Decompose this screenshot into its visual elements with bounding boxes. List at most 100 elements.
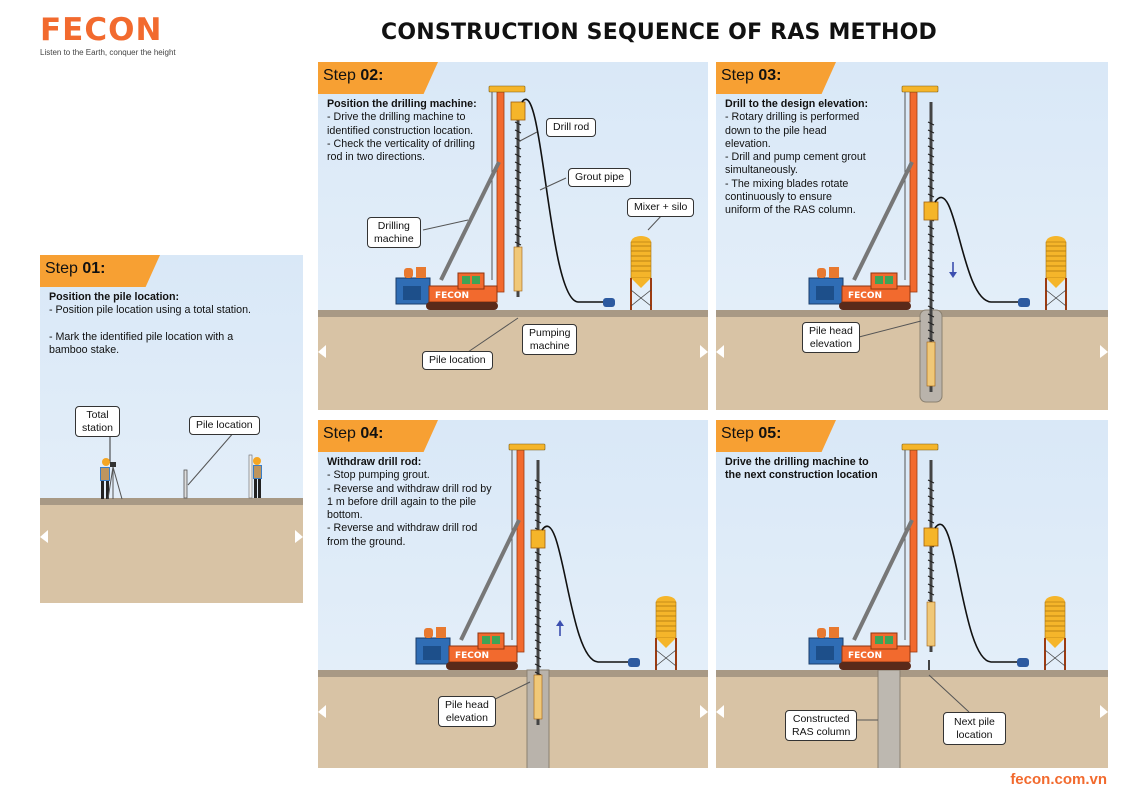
- step-03-illustration: FECON: [716, 85, 1108, 403]
- step-heading: Drill to the design elevation:: [725, 98, 869, 110]
- mast-top: [901, 85, 939, 93]
- drilling-rig: FECON: [318, 85, 708, 358]
- crawler-track: [839, 662, 911, 670]
- step-number: 03:: [758, 67, 782, 84]
- auger-flight: [927, 495, 935, 500]
- operator-cab: [870, 272, 898, 290]
- support-strut: [852, 519, 914, 641]
- step-number: 05:: [758, 425, 782, 442]
- auger-flight: [927, 567, 935, 572]
- ground: [716, 674, 1108, 768]
- engine-tank: [817, 268, 826, 278]
- auger-flight: [927, 273, 935, 278]
- auger-flight: [534, 663, 542, 668]
- callout-pile-location: Pile location: [422, 351, 493, 370]
- auger-flight: [927, 225, 935, 230]
- step-04-illustration: FECON: [318, 443, 708, 768]
- auger-flight: [927, 511, 935, 516]
- auger-flight: [927, 503, 935, 508]
- auger-flight: [514, 225, 522, 230]
- auger-flight: [514, 209, 522, 214]
- callout-grout-pipe: Grout pipe: [568, 168, 632, 187]
- pump-icon: [1017, 658, 1029, 667]
- auger-flight: [534, 607, 542, 612]
- ground: [716, 314, 1108, 410]
- engine-tank: [829, 627, 839, 638]
- auger-flight: [927, 519, 935, 524]
- auger-flight: [514, 161, 522, 166]
- callout-leader: [517, 131, 538, 143]
- ground-surface: [318, 310, 708, 317]
- mast-top: [508, 443, 546, 451]
- machine-logo-text: FECON: [435, 291, 469, 301]
- callout-leader: [467, 317, 519, 353]
- website-link[interactable]: fecon.com.vn: [1010, 771, 1107, 788]
- tear-mark-right: [295, 530, 303, 543]
- cab-window: [482, 636, 490, 644]
- engine-tank: [817, 628, 826, 638]
- auger-flight: [927, 337, 935, 342]
- step-02-tab: Step 02:: [318, 62, 438, 94]
- engine-tank: [416, 267, 426, 278]
- ground-surface: [40, 498, 303, 505]
- auger-flight: [534, 599, 542, 604]
- auger-flight: [534, 519, 542, 524]
- rotary-head: [923, 527, 939, 547]
- machine-logo-text: FECON: [848, 291, 882, 301]
- mast-top: [901, 443, 939, 451]
- callout-leader: [647, 213, 664, 231]
- ras-column: [877, 669, 901, 768]
- step-04-tab: Step 04:: [318, 420, 438, 452]
- cab-window: [492, 636, 500, 644]
- auger-flight: [927, 313, 935, 318]
- auger-flight: [927, 145, 935, 150]
- silo-brace: [630, 289, 652, 307]
- operator-cab: [870, 632, 898, 650]
- silo-brace: [1044, 649, 1066, 667]
- auger-flight: [927, 121, 935, 126]
- tear-mark-right: [1100, 345, 1108, 358]
- auger-flight: [927, 305, 935, 310]
- tear-mark-left: [716, 705, 724, 718]
- step-02-description: Position the drilling machine: - Drive t…: [327, 98, 492, 164]
- auger-flight: [534, 647, 542, 652]
- tear-mark-left: [40, 530, 48, 543]
- engine-vent: [816, 646, 834, 660]
- engine-tank: [829, 267, 839, 278]
- callout-leader: [539, 177, 567, 191]
- auger-flight: [927, 559, 935, 564]
- ground: [318, 674, 708, 768]
- ground-surface: [318, 670, 708, 677]
- step-line: - Rotary drilling is performed down to t…: [725, 111, 860, 150]
- machine-logo-text: FECON: [455, 651, 489, 661]
- auger-flight: [514, 241, 522, 246]
- mixing-blades: [533, 674, 543, 720]
- pump-icon: [1018, 298, 1030, 307]
- cab-window: [885, 636, 893, 644]
- auger-flight: [927, 153, 935, 158]
- cab-window: [875, 276, 883, 284]
- page-title: CONSTRUCTION SEQUENCE OF RAS METHOD: [381, 20, 937, 45]
- step-line: - Reverse and withdraw drill rod by 1 m …: [327, 482, 492, 522]
- auger-flight: [514, 185, 522, 190]
- operator-cab: [457, 272, 485, 290]
- step-heading: Position the drilling machine:: [327, 98, 477, 110]
- step-number: 04:: [360, 425, 384, 442]
- pump-icon: [628, 658, 640, 667]
- grout-pipe: [541, 525, 628, 663]
- step-03-description: Drill to the design elevation: - Rotary …: [725, 98, 870, 218]
- auger-flight: [534, 495, 542, 500]
- callout-pile-location: Pile location: [189, 416, 260, 435]
- tear-mark-right: [700, 345, 708, 358]
- logo-wordmark: FECON: [40, 12, 163, 48]
- rotary-head: [923, 201, 939, 221]
- rod-person-figure: [248, 454, 262, 499]
- tear-mark-right: [700, 705, 708, 718]
- auger-flight: [534, 479, 542, 484]
- auger-flight: [514, 153, 522, 158]
- callout-mixer-silo: Mixer + silo: [627, 198, 695, 217]
